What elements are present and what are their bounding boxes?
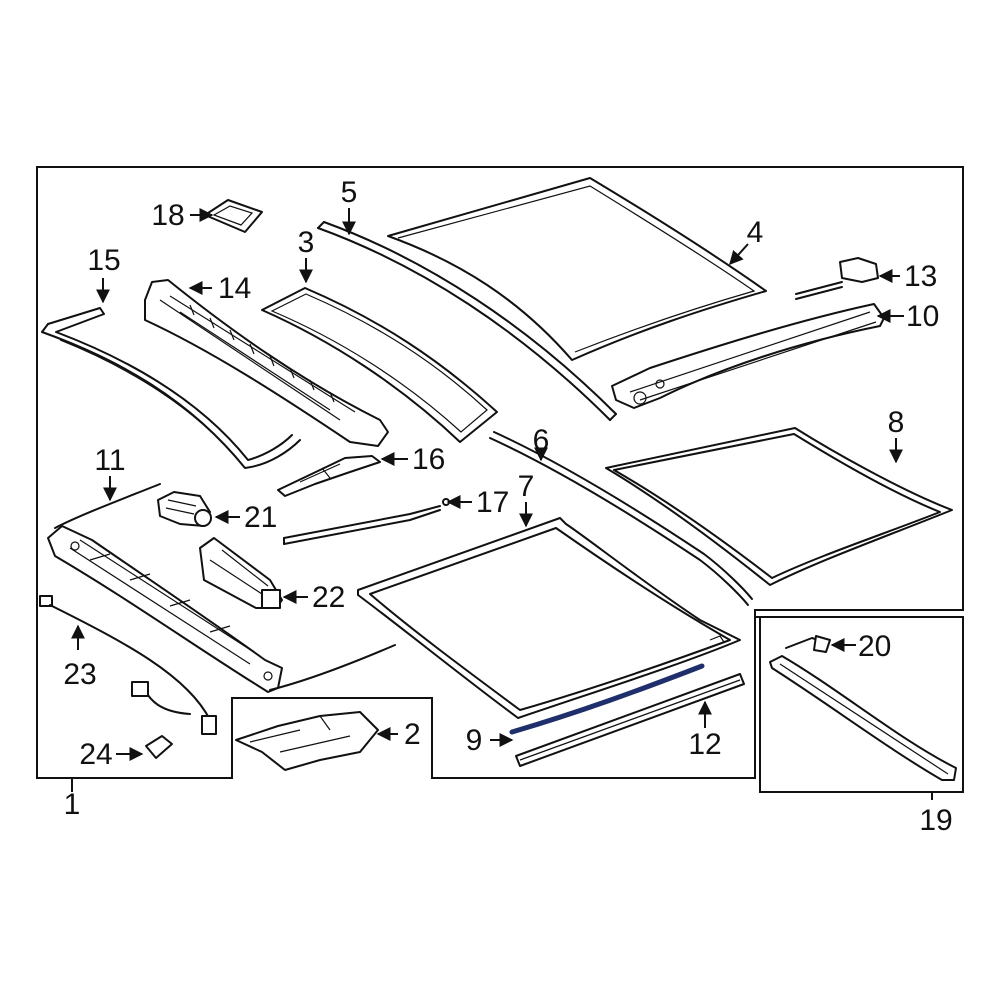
link-part-20[interactable] [785, 635, 831, 653]
sunroof-frame-part-7[interactable] [357, 517, 741, 719]
callout-3: 3 [298, 226, 315, 259]
callout-21: 21 [244, 501, 277, 534]
assembly-frame [36, 166, 964, 779]
callout-4: 4 [747, 216, 764, 249]
glass-panel-part-4[interactable] [387, 177, 767, 361]
callout-13: 13 [904, 260, 937, 293]
callout-9: 9 [466, 724, 483, 757]
rail-part-19[interactable] [769, 655, 957, 781]
callout-11: 11 [94, 444, 125, 477]
deflector-panel-part-3[interactable] [261, 287, 498, 443]
leader-lines [71, 208, 933, 800]
base-frame-part-1[interactable] [47, 525, 396, 693]
bracket-part-13[interactable] [795, 257, 879, 300]
callout-1: 1 [64, 788, 81, 821]
callout-7: 7 [518, 470, 535, 503]
callout-20: 20 [858, 630, 891, 663]
frame-seal-part-15[interactable] [41, 307, 301, 469]
callout-23: 23 [63, 658, 96, 691]
callout-8: 8 [888, 406, 905, 439]
drive-cable-part-17[interactable] [283, 498, 450, 545]
callout-10: 10 [906, 300, 939, 333]
callout-22: 22 [312, 581, 345, 614]
callout-5: 5 [341, 176, 358, 209]
wiring-harness-part-23[interactable] [39, 595, 217, 735]
callout-18: 18 [151, 199, 184, 232]
callout-2: 2 [404, 718, 421, 751]
callout-12: 12 [688, 728, 721, 761]
callout-14: 14 [218, 272, 251, 305]
callout-16: 16 [412, 443, 445, 476]
guide-rail-part-10[interactable] [611, 303, 885, 409]
callout-6: 6 [533, 424, 550, 457]
pad-part-18[interactable] [204, 199, 263, 233]
seal-strip-part-5[interactable] [317, 221, 617, 421]
connector-part-24[interactable] [145, 735, 173, 759]
callout-15: 15 [87, 244, 120, 277]
drain-tube-part-11[interactable] [54, 483, 161, 529]
control-unit-part-22[interactable] [199, 537, 283, 609]
bracket-part-16[interactable] [277, 455, 381, 497]
callout-labels: 1 2 3 4 5 6 7 8 9 10 11 12 13 14 15 16 1… [63, 176, 952, 837]
seal-ring-part-8[interactable] [605, 427, 953, 586]
rear-channel-part-14[interactable] [144, 279, 389, 447]
side-seal-part-6[interactable] [489, 431, 753, 606]
seal-strip-part-9[interactable] [509, 663, 705, 735]
callout-17: 17 [476, 486, 509, 519]
shield-part-2[interactable] [235, 711, 379, 771]
callout-19: 19 [919, 804, 952, 837]
trim-strip-part-12[interactable] [515, 673, 745, 767]
motor-part-21[interactable] [157, 491, 212, 527]
callout-24: 24 [79, 738, 112, 771]
